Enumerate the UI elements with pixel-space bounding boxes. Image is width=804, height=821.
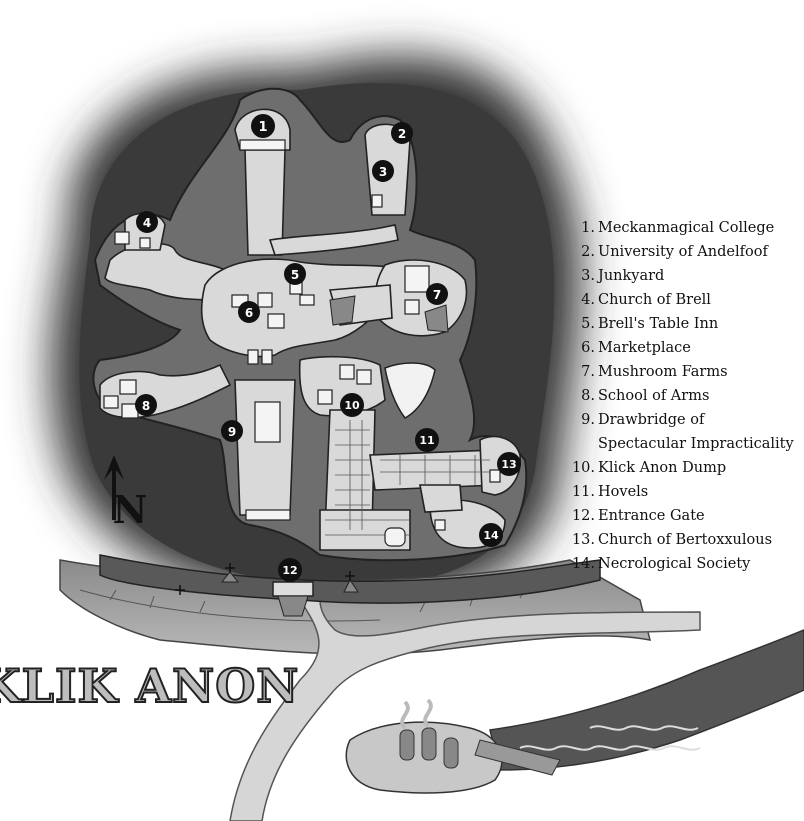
- marker-8[interactable]: 8: [135, 394, 157, 416]
- marker-10-label: 10: [344, 399, 360, 412]
- legend-item-1: 1.Meckanmagical College: [566, 216, 798, 240]
- legend-num: 7.: [581, 364, 595, 380]
- map-title: KLIK ANON: [0, 658, 299, 714]
- legend-label: Meckanmagical College: [598, 220, 775, 236]
- marker-13-label: 13: [501, 458, 516, 471]
- compass: N: [104, 455, 147, 532]
- marker-5-label: 5: [291, 268, 299, 282]
- marker-10[interactable]: 10: [340, 393, 364, 417]
- marker-7-label: 7: [433, 288, 441, 302]
- marker-1-label: 1: [258, 120, 267, 135]
- legend-label: University of Andelfoof: [598, 244, 768, 260]
- legend-label: Klick Anon Dump: [598, 460, 727, 476]
- marker-12[interactable]: 12: [278, 558, 302, 582]
- marker-2[interactable]: 2: [391, 122, 413, 144]
- marker-6[interactable]: 6: [238, 301, 260, 323]
- legend-num: 9.: [581, 412, 595, 428]
- legend-num: 1.: [581, 220, 595, 236]
- legend-item-9-continued: Spectacular Impracticality: [566, 432, 798, 456]
- marker-3[interactable]: 3: [372, 160, 394, 182]
- location-markers: 1 2 3 4 5 6 7 8 9 10 11 12 13 14: [135, 114, 521, 582]
- legend-label: Hovels: [598, 484, 649, 500]
- marker-3-label: 3: [379, 165, 387, 179]
- mushroom-farms: [329, 295, 449, 419]
- map-legend: 1.Meckanmagical College 2.University of …: [566, 216, 798, 576]
- legend-item-4: 4.Church of Brell: [566, 288, 798, 312]
- marker-4-label: 4: [143, 216, 151, 230]
- map-title-text: KLIK ANON: [0, 659, 299, 713]
- marker-8-label: 8: [142, 399, 150, 413]
- legend-label: Drawbridge of: [598, 412, 705, 428]
- river: [489, 629, 804, 771]
- compass-north-label: N: [113, 487, 148, 532]
- marker-1[interactable]: 1: [251, 114, 275, 138]
- marker-5[interactable]: 5: [284, 263, 306, 285]
- legend-label: Marketplace: [598, 340, 691, 356]
- legend-num: 8.: [581, 388, 595, 404]
- marker-9[interactable]: 9: [221, 420, 243, 442]
- legend-item-12: 12.Entrance Gate: [566, 504, 798, 528]
- marker-13[interactable]: 13: [497, 452, 521, 476]
- legend-num: 3.: [581, 268, 595, 284]
- legend-item-8: 8.School of Arms: [566, 384, 798, 408]
- marker-4[interactable]: 4: [136, 211, 158, 233]
- legend-label: Entrance Gate: [598, 508, 705, 524]
- buildings: [103, 139, 501, 547]
- marker-14[interactable]: 14: [479, 523, 503, 547]
- marker-9-label: 9: [228, 425, 236, 439]
- legend-num: 12.: [571, 508, 595, 524]
- legend-num: 10.: [571, 460, 595, 476]
- legend-num: 6.: [581, 340, 595, 356]
- legend-item-5: 5.Brell's Table Inn: [566, 312, 798, 336]
- legend-item-9: 9.Drawbridge of: [566, 408, 798, 432]
- marker-7[interactable]: 7: [426, 283, 448, 305]
- legend-item-3: 3.Junkyard: [566, 264, 798, 288]
- legend-label: Spectacular Impracticality: [598, 436, 794, 452]
- marker-14-label: 14: [483, 529, 499, 542]
- legend-num: 11.: [571, 484, 595, 500]
- paving: [325, 420, 490, 536]
- legend-label: Church of Brell: [598, 292, 711, 308]
- legend-label: Junkyard: [598, 268, 665, 284]
- road: [229, 599, 701, 821]
- marker-11[interactable]: 11: [415, 428, 439, 452]
- legend-item-11: 11.Hovels: [566, 480, 798, 504]
- legend-num: 13.: [571, 532, 595, 548]
- legend-label: Necrological Society: [598, 556, 751, 572]
- marker-2-label: 2: [398, 127, 406, 141]
- marker-11-label: 11: [419, 434, 434, 447]
- legend-label: Brell's Table Inn: [598, 316, 719, 332]
- legend-item-13: 13.Church of Bertoxxulous: [566, 528, 798, 552]
- marker-6-label: 6: [245, 306, 253, 320]
- legend-label: School of Arms: [598, 388, 710, 404]
- legend-num: 2.: [581, 244, 595, 260]
- legend-item-10: 10.Klick Anon Dump: [566, 456, 798, 480]
- legend-num: 14.: [571, 556, 595, 572]
- legend-num: 5.: [581, 316, 595, 332]
- legend-label: Mushroom Farms: [598, 364, 728, 380]
- legend-label: Church of Bertoxxulous: [598, 532, 773, 548]
- legend-item-7: 7.Mushroom Farms: [566, 360, 798, 384]
- entrance-gate: [272, 581, 314, 617]
- legend-item-14: 14.Necrological Society: [566, 552, 798, 576]
- legend-item-6: 6.Marketplace: [566, 336, 798, 360]
- marker-12-label: 12: [282, 564, 297, 577]
- legend-num: 4.: [581, 292, 595, 308]
- smelter-island: [345, 698, 561, 794]
- legend-item-2: 2.University of Andelfoof: [566, 240, 798, 264]
